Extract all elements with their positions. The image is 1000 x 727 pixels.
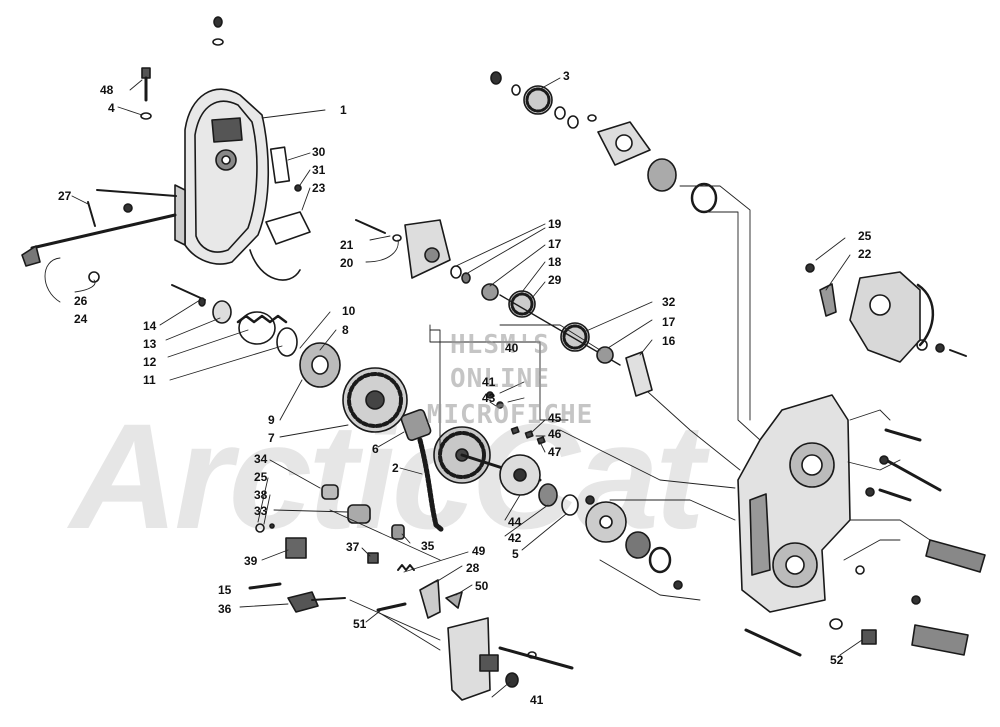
- callout-15: 15: [218, 583, 232, 597]
- callout-25a: 25: [254, 470, 268, 484]
- leader-lines: [44, 77, 931, 698]
- callout-14: 14: [143, 319, 157, 333]
- callout-11: 11: [143, 373, 156, 387]
- large-sprocket-part: [342, 367, 408, 433]
- callout-47: 47: [548, 445, 562, 459]
- callout-28: 28: [466, 561, 480, 575]
- bracket-part: [265, 211, 311, 245]
- callout-39: 39: [244, 554, 258, 568]
- tensioner-stack-part: [171, 284, 341, 388]
- callout-41b: 41: [482, 375, 496, 389]
- callout-40: 40: [505, 341, 519, 355]
- upper-splined-shaft-part: [925, 539, 986, 573]
- callout-35: 35: [421, 539, 435, 553]
- lower-bracket-part: [447, 617, 574, 701]
- chaincase-cover-part: [174, 88, 270, 265]
- callout-49: 49: [472, 544, 486, 558]
- callout-31: 31: [312, 163, 326, 177]
- small-sprocket-32-part: [560, 322, 590, 352]
- splined-hub-part: [400, 409, 432, 441]
- callout-29: 29: [548, 273, 562, 287]
- bearing-part: [647, 158, 677, 192]
- callout-52: 52: [830, 653, 844, 667]
- hub-assembly-part: [499, 454, 683, 590]
- lower-splined-shaft-part: [911, 624, 969, 656]
- plate-part: [269, 146, 291, 184]
- callout-4: 4: [108, 101, 115, 115]
- callout-19: 19: [548, 217, 562, 231]
- callout-45: 45: [548, 411, 562, 425]
- callout-2: 2: [392, 461, 399, 475]
- callout-51: 51: [353, 617, 367, 631]
- callout-13: 13: [143, 337, 157, 351]
- callout-26: 26: [74, 294, 88, 308]
- small-sprocket-18-part: [508, 290, 536, 318]
- callout-17a: 17: [548, 237, 562, 251]
- callout-12: 12: [143, 355, 157, 369]
- watermark-line-3: MICROFICHE: [426, 400, 594, 430]
- callout-21: 21: [340, 238, 354, 252]
- callout-17b: 17: [662, 315, 676, 329]
- callout-25b: 25: [858, 229, 872, 243]
- callout-48: 48: [100, 83, 114, 97]
- chain-part: [417, 437, 445, 533]
- callout-50: 50: [475, 579, 489, 593]
- brake-bracket-part: [805, 263, 967, 363]
- callout-5: 5: [512, 547, 519, 561]
- chaincase-housing-part: [737, 394, 851, 613]
- spacer-tube-part: [625, 351, 653, 397]
- cover-bolt-part: [140, 16, 224, 120]
- callout-33: 33: [254, 504, 268, 518]
- callout-24: 24: [74, 312, 88, 326]
- callout-27: 27: [58, 189, 72, 203]
- callout-1: 1: [340, 103, 347, 117]
- housing-bolt-parts: [744, 428, 942, 657]
- watermark-line-2: ONLINE: [450, 364, 550, 394]
- callout-42: 42: [508, 531, 522, 545]
- callout-37: 37: [346, 540, 360, 554]
- callout-44: 44: [508, 515, 522, 529]
- block-part: [285, 537, 307, 559]
- callout-7: 7: [268, 431, 275, 445]
- top-sprocket-part: [523, 85, 553, 115]
- callout-23: 23: [312, 181, 326, 195]
- callout-3: 3: [563, 69, 570, 83]
- callout-38: 38: [254, 488, 268, 502]
- callout-43: 43: [482, 391, 496, 405]
- callout-9: 9: [268, 413, 275, 427]
- callout-30: 30: [312, 145, 326, 159]
- callout-41a: 41: [530, 693, 544, 707]
- snap-ring-part: [690, 182, 718, 214]
- callout-10: 10: [342, 304, 356, 318]
- callout-22: 22: [858, 247, 872, 261]
- callout-18: 18: [548, 255, 562, 269]
- bearing-17-part: [596, 346, 614, 364]
- callout-16: 16: [662, 334, 676, 348]
- lever-shaft-part: [21, 189, 177, 283]
- watermark-line-1: HLSM'S: [450, 330, 550, 360]
- upper-bearing-bracket-part: [355, 219, 451, 279]
- callout-8: 8: [342, 323, 349, 337]
- roller-parts: [255, 484, 405, 540]
- callout-36: 36: [218, 602, 232, 616]
- callout-20: 20: [340, 256, 354, 270]
- callout-34: 34: [254, 452, 268, 466]
- callout-46: 46: [548, 427, 562, 441]
- callout-32: 32: [662, 295, 676, 309]
- callout-6: 6: [372, 442, 379, 456]
